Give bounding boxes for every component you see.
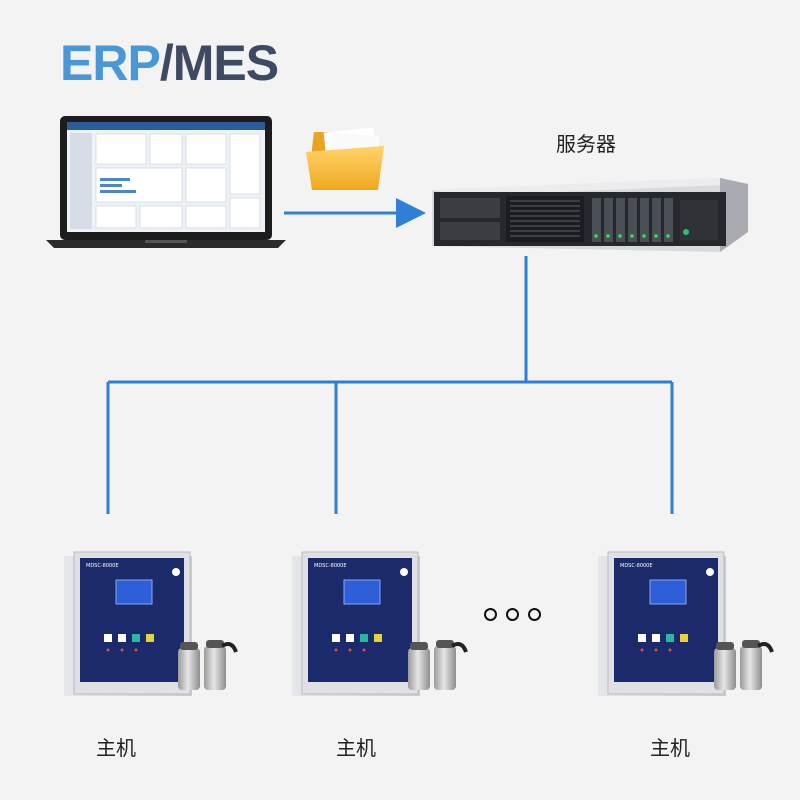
controller-icon bbox=[64, 551, 192, 696]
server-label: 服务器 bbox=[556, 132, 616, 156]
host-device-3 bbox=[598, 551, 774, 696]
sensor-icon bbox=[178, 640, 238, 690]
controller-model-text: MDSC-8000E bbox=[620, 563, 653, 569]
ellipsis-dot bbox=[484, 608, 497, 621]
sensor-icon bbox=[408, 640, 468, 690]
host-label-2: 主机 bbox=[336, 736, 376, 760]
title-mes: MES bbox=[172, 35, 279, 91]
ellipsis-dot bbox=[528, 608, 541, 621]
controller-model-text: MDSC-8000E bbox=[314, 563, 347, 569]
network-lines bbox=[106, 256, 674, 514]
laptop-icon bbox=[46, 116, 286, 248]
host-device-2 bbox=[292, 551, 468, 696]
diagram-title: ERP/MES bbox=[60, 35, 279, 91]
title-slash: / bbox=[159, 35, 174, 91]
host-label-3: 主机 bbox=[650, 736, 690, 760]
controller-model-text: MDSC-8000E bbox=[86, 563, 119, 569]
title-erp: ERP bbox=[60, 35, 161, 91]
controller-icon bbox=[598, 551, 726, 696]
folder-icon bbox=[306, 127, 384, 190]
host-label-1: 主机 bbox=[96, 736, 136, 760]
ellipsis-icon bbox=[484, 608, 541, 621]
sensor-icon bbox=[714, 640, 774, 690]
server-icon bbox=[432, 178, 748, 252]
ellipsis-dot bbox=[506, 608, 519, 621]
host-device-1 bbox=[64, 551, 238, 696]
controller-icon bbox=[292, 551, 420, 696]
